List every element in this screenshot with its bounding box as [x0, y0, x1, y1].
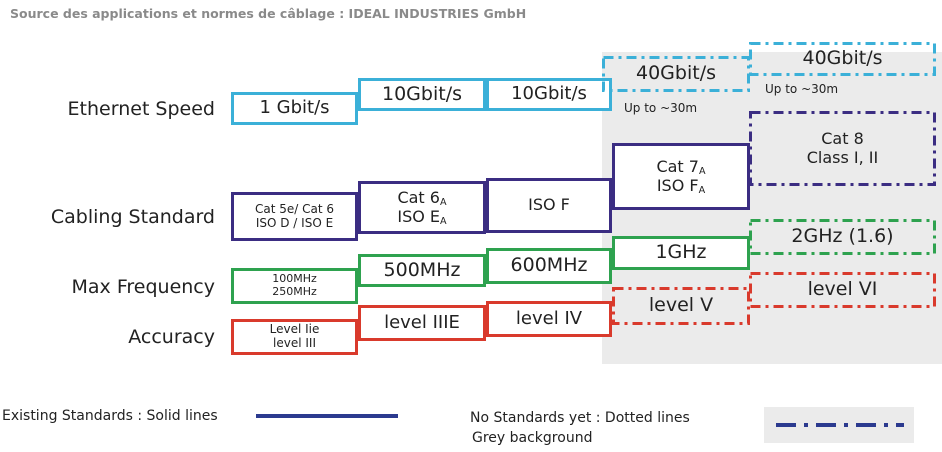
- legend-existing-standards-label: Existing Standards : Solid lines: [2, 408, 218, 424]
- cabling-standard-cat8-line2: Class I, II: [806, 147, 879, 167]
- dash-dot-frame: [749, 111, 936, 186]
- max-frequency-500mhz-box: 500MHz: [358, 254, 486, 287]
- row-label-ethernet-speed: Ethernet Speed: [67, 98, 215, 120]
- accuracy-level-iiie-label: level IIIE: [384, 311, 460, 333]
- max-frequency-100mhz-label: 100MHz: [272, 272, 317, 286]
- accuracy-level-vi-label: level VI: [807, 278, 878, 301]
- accuracy-level-vi-box: level VI: [749, 272, 936, 308]
- max-frequency-250mhz-label: 250MHz: [272, 285, 317, 298]
- legend-solid-line-sample: [256, 414, 398, 418]
- cabling-standard-cat6a-line2: ISO EA: [397, 206, 447, 227]
- cabling-standard-cat5e-line1: Cat 5e/ Cat 6: [254, 201, 334, 216]
- dash-dot-frame: [749, 42, 936, 76]
- legend-no-standards-line1: No Standards yet : Dotted lines: [470, 410, 690, 426]
- cabling-standard-cat7a-box: Cat 7A ISO FA: [612, 143, 750, 210]
- cabling-standard-iso-f-label: ISO F: [528, 195, 570, 215]
- ethernet-speed-10gbit-label-2: 10Gbit/s: [511, 83, 587, 105]
- cabling-standard-cat6a-box: Cat 6A ISO EA: [358, 181, 486, 234]
- cabling-standard-cat7a-line1: Cat 7A: [656, 157, 706, 178]
- ethernet-speed-1gbit-label: 1 Gbit/s: [259, 97, 330, 119]
- dash-dot-frame: [749, 219, 936, 255]
- cabling-standard-iso-f-box: ISO F: [486, 178, 612, 233]
- accuracy-level-iie-iii-box: Level Iie level III: [231, 319, 358, 355]
- row-label-max-frequency: Max Frequency: [71, 276, 215, 298]
- row-label-accuracy: Accuracy: [128, 326, 215, 348]
- cabling-standard-cat8-line1: Cat 8: [821, 129, 864, 149]
- legend-grey-background-sample: [764, 407, 914, 443]
- max-frequency-2ghz-label: 2GHz (1.6): [791, 225, 894, 248]
- ethernet-speed-10gbit-box-2: 10Gbit/s: [486, 78, 612, 111]
- ethernet-speed-40gbit-label-2: 40Gbit/s: [802, 47, 883, 70]
- ethernet-speed-10gbit-box-1: 10Gbit/s: [358, 78, 486, 111]
- cabling-standard-cat5e-box: Cat 5e/ Cat 6 ISO D / ISO E: [231, 192, 358, 241]
- ethernet-speed-1gbit-box: 1 Gbit/s: [231, 92, 358, 125]
- cabling-standard-cat6a-line1: Cat 6A: [397, 188, 447, 209]
- dash-dot-frame: [749, 272, 936, 308]
- accuracy-level-v-box: level V: [612, 287, 750, 325]
- ethernet-speed-range-note-1: Up to ~30m: [624, 101, 698, 115]
- accuracy-level-iii-label: level III: [273, 336, 316, 350]
- accuracy-level-iie-label: Level Iie: [269, 322, 320, 337]
- max-frequency-500mhz-label: 500MHz: [383, 258, 461, 281]
- row-label-cabling-standard: Cabling Standard: [50, 206, 215, 228]
- cabling-standard-cat8-box: Cat 8 Class I, II: [749, 111, 936, 186]
- max-frequency-600mhz-box: 600MHz: [486, 248, 612, 284]
- max-frequency-2ghz-box: 2GHz (1.6): [749, 219, 936, 255]
- max-frequency-1ghz-box: 1GHz: [612, 236, 750, 270]
- legend-no-standards-text: No Standards yet : Dotted lines Grey bac…: [470, 408, 690, 448]
- ethernet-speed-40gbit-box-1: 40Gbit/s: [602, 56, 750, 92]
- cabling-standard-cat5e-line2: ISO D / ISO E: [255, 215, 334, 230]
- ethernet-speed-10gbit-label-1: 10Gbit/s: [382, 82, 462, 105]
- accuracy-level-v-label: level V: [648, 294, 714, 317]
- max-frequency-100-250mhz-box: 100MHz 250MHz: [231, 268, 358, 304]
- ethernet-speed-range-note-2: Up to ~30m: [765, 82, 839, 96]
- accuracy-level-iiie-box: level IIIE: [358, 305, 486, 341]
- accuracy-level-iv-box: level IV: [486, 301, 612, 337]
- ethernet-speed-40gbit-label-1: 40Gbit/s: [636, 62, 716, 85]
- max-frequency-1ghz-label: 1GHz: [655, 241, 707, 264]
- source-caption: Source des applications et normes de câb…: [10, 6, 527, 21]
- legend-dash-dot-line-sample: [776, 423, 904, 427]
- legend-no-standards-line2: Grey background: [472, 430, 593, 446]
- dash-dot-frame: [602, 56, 750, 92]
- cabling-standard-cat7a-line2: ISO FA: [656, 175, 706, 196]
- max-frequency-600mhz-label: 600MHz: [510, 254, 588, 277]
- ethernet-speed-40gbit-box-2: 40Gbit/s: [749, 42, 936, 76]
- dash-dot-frame: [612, 287, 750, 325]
- accuracy-level-iv-label: level IV: [515, 307, 583, 329]
